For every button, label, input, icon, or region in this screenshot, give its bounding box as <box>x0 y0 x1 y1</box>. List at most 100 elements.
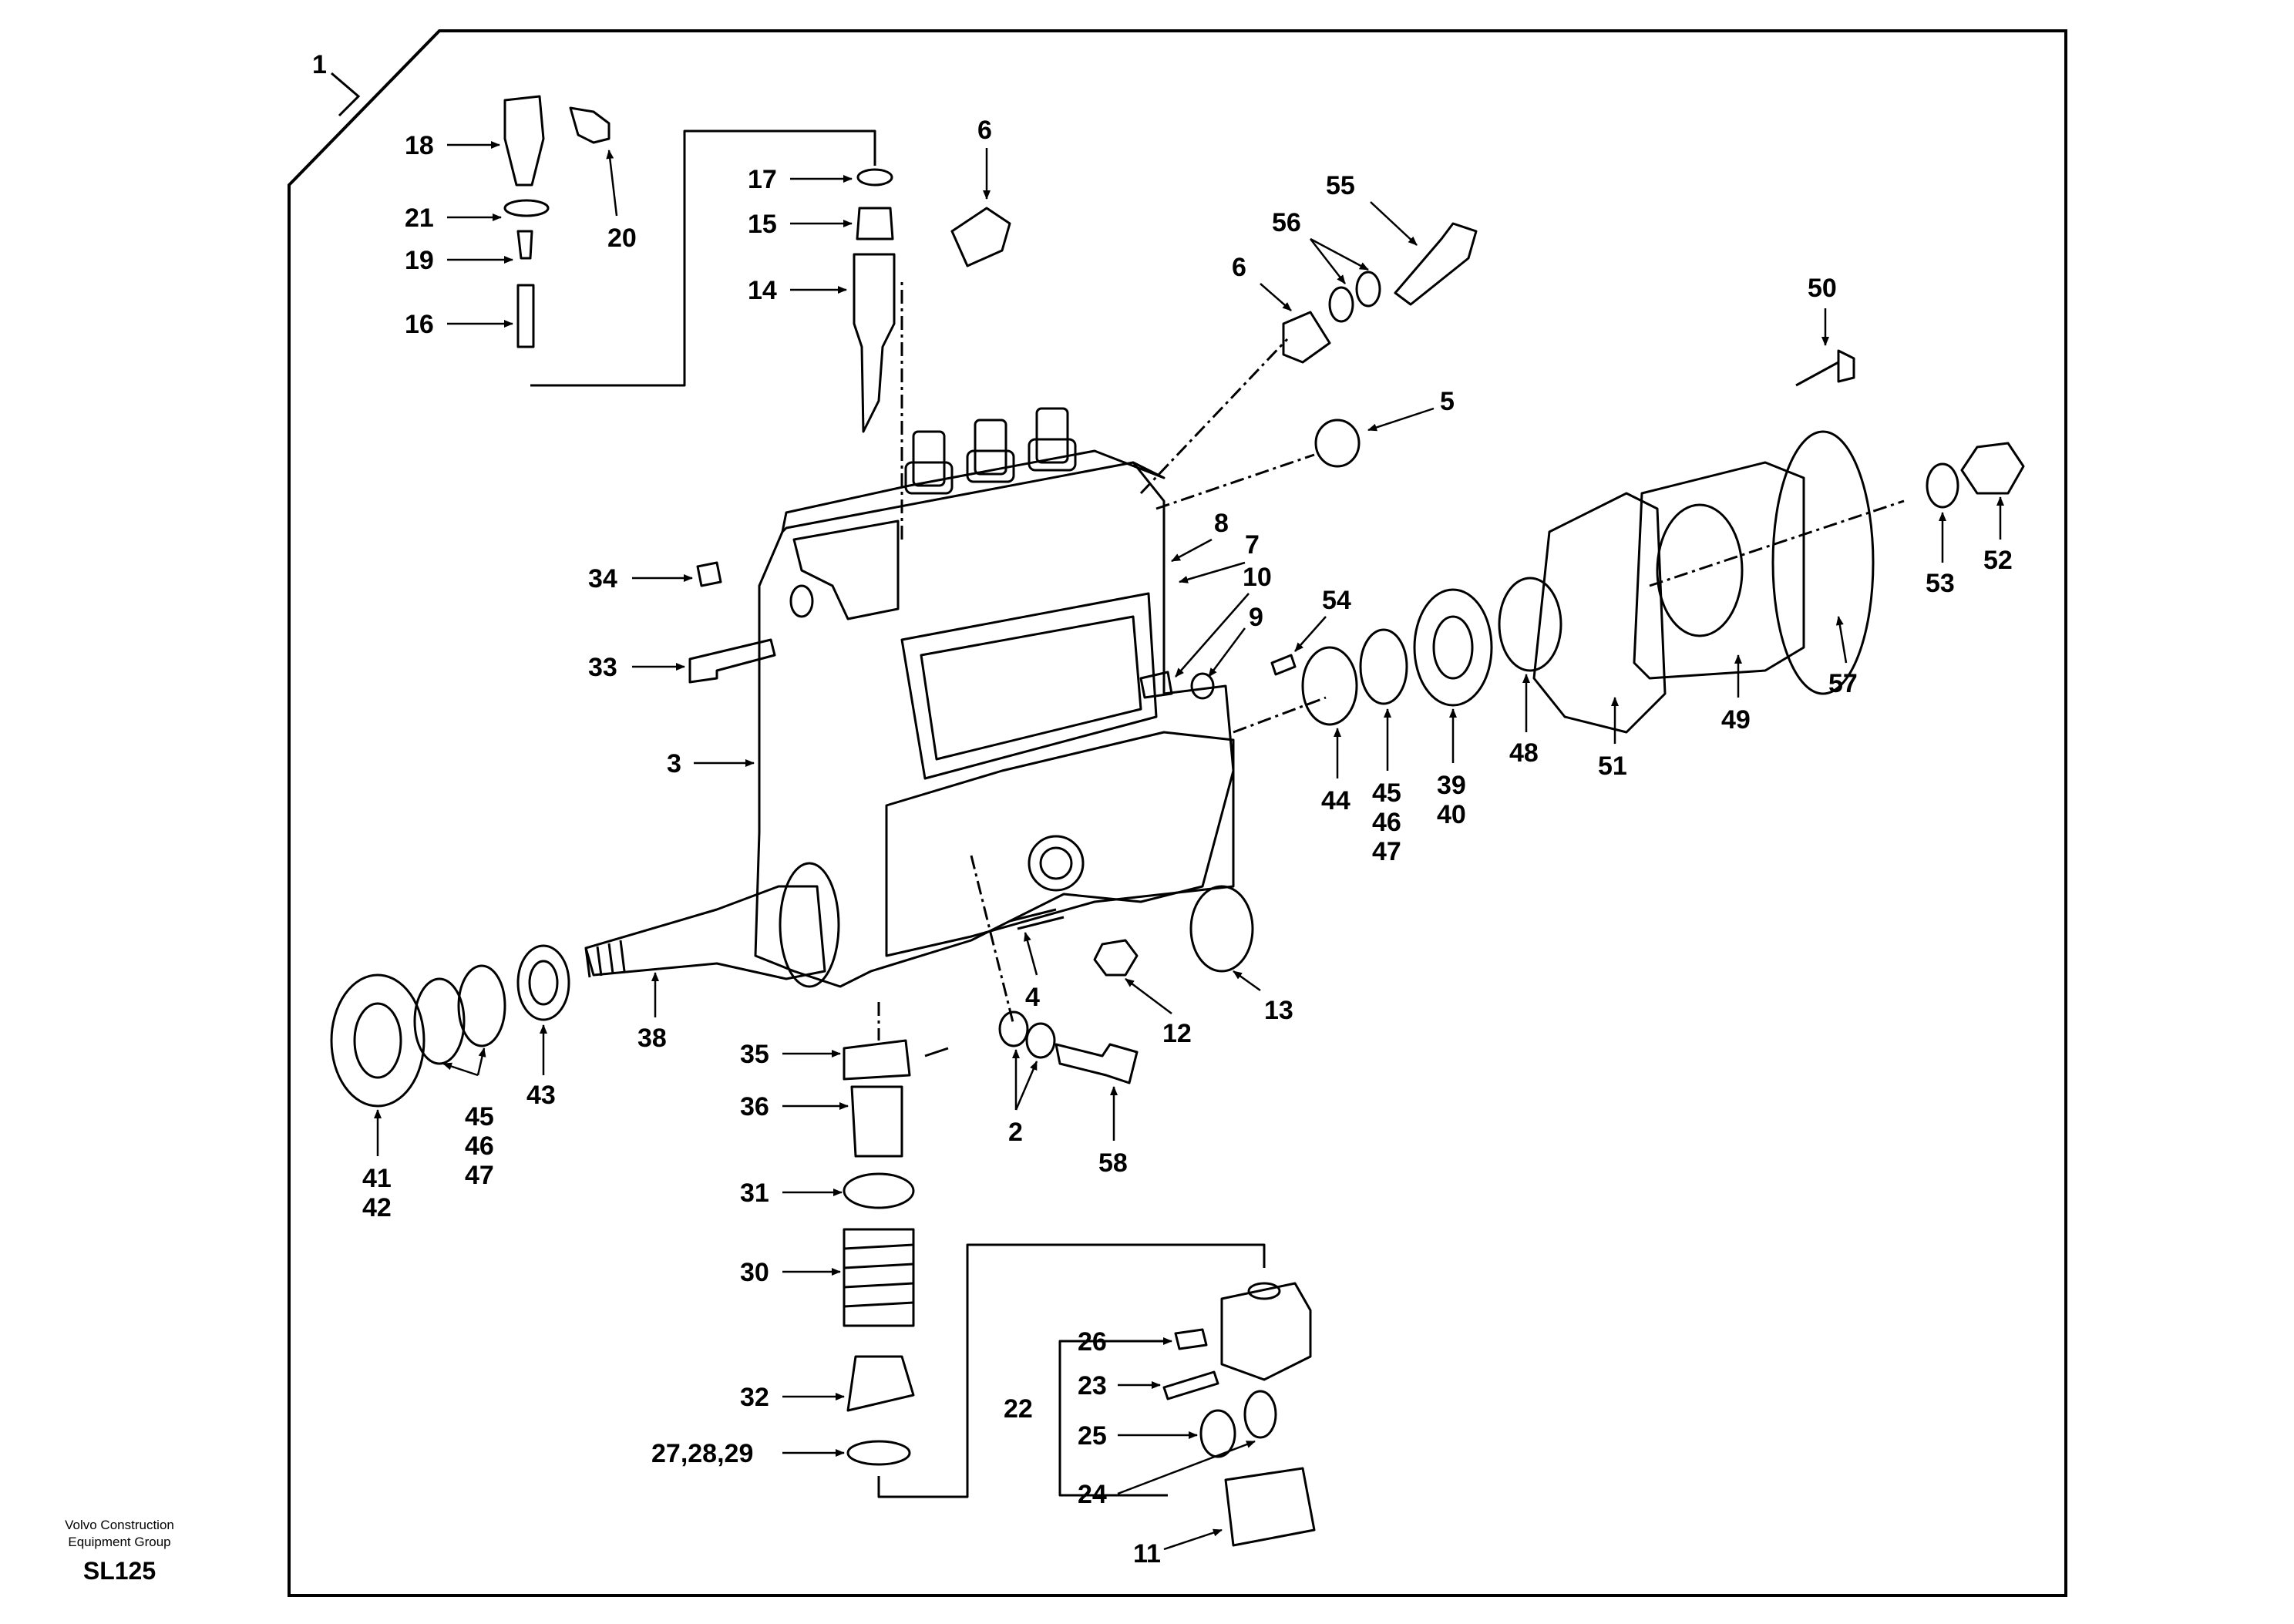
callout-48: 48 <box>1509 738 1539 768</box>
bearing-41-42-inner <box>353 1002 402 1079</box>
flange-housing-49 <box>1633 461 1805 680</box>
spring-seat-17 <box>856 168 893 187</box>
callout-18: 18 <box>405 131 434 160</box>
leader-57 <box>1835 616 1848 664</box>
callout-39: 39 <box>1437 771 1466 800</box>
callout-45-left: 45 <box>465 1102 494 1131</box>
callout-22: 22 <box>1004 1394 1033 1424</box>
callout-35: 35 <box>740 1040 769 1069</box>
seal-44 <box>1301 646 1358 726</box>
cap-11 <box>1224 1467 1316 1547</box>
drive-bore-inner <box>1039 846 1073 880</box>
bearing-48 <box>1498 577 1562 672</box>
bolt-50 <box>1795 349 1855 387</box>
callout-42: 42 <box>362 1193 392 1222</box>
leader-9 <box>1207 627 1246 678</box>
callout-25: 25 <box>1078 1421 1107 1451</box>
callout-50: 50 <box>1808 274 1837 303</box>
callout-38: 38 <box>637 1024 667 1053</box>
leader-10 <box>1175 593 1250 678</box>
screw-10 <box>1139 671 1173 699</box>
callout-51: 51 <box>1598 751 1627 781</box>
callout-53: 53 <box>1926 569 1955 598</box>
nut-12 <box>1093 939 1139 977</box>
banjo-bolt-55 <box>1394 222 1478 306</box>
bearing-39-40 <box>1413 588 1493 707</box>
drawing-frame <box>288 29 2067 1597</box>
o-ring-57 <box>1771 430 1875 695</box>
frame-notch <box>331 72 361 117</box>
shim-27-28-29 <box>846 1440 911 1466</box>
pump-head-block <box>792 519 900 620</box>
bracket-18-16 <box>530 129 876 387</box>
washer-31 <box>843 1172 915 1209</box>
spring-30 <box>843 1228 915 1327</box>
leader-11 <box>1163 1528 1223 1551</box>
delivery-valve-c-base <box>1028 438 1077 472</box>
clamp-20 <box>569 106 610 144</box>
o-ring-21 <box>503 199 550 217</box>
valve-15 <box>856 207 894 240</box>
washer-2-b <box>1025 1022 1056 1059</box>
leader-20 <box>606 150 618 217</box>
spring-16 <box>516 284 535 348</box>
leader-5 <box>1367 407 1435 432</box>
screw-26 <box>1174 1328 1208 1350</box>
callout-45-right: 45 <box>1372 778 1401 808</box>
leader-8 <box>1171 538 1213 563</box>
lever-33 <box>688 638 776 684</box>
callout-2: 2 <box>1008 1118 1023 1147</box>
valve-19 <box>516 230 533 260</box>
nut-9 <box>1190 672 1215 700</box>
callout-10: 10 <box>1243 563 1272 592</box>
delivery-valve-a <box>912 430 946 487</box>
callout-54: 54 <box>1322 586 1351 615</box>
callout-labels: 1 18 21 19 16 20 17 15 14 6 55 56 6 50 5… <box>312 50 2013 1569</box>
housing-22 <box>1220 1282 1312 1381</box>
pin-23 <box>1162 1370 1219 1400</box>
leader-7 <box>1179 561 1246 583</box>
callout-27-28-29: 27,28,29 <box>651 1439 753 1468</box>
o-ring-13 <box>1189 885 1254 973</box>
leader-13 <box>1233 970 1261 992</box>
callout-57: 57 <box>1828 669 1858 698</box>
bearing-39-40-inner <box>1432 615 1474 680</box>
callout-47-right: 47 <box>1372 837 1401 866</box>
washer-56-b <box>1355 271 1381 308</box>
leader-12 <box>1125 978 1172 1014</box>
bolt-58 <box>1054 1043 1139 1084</box>
leader-54 <box>1294 616 1327 652</box>
callout-32: 32 <box>740 1383 769 1412</box>
centerline-shaft-right <box>1233 696 1327 734</box>
lower-housing <box>885 731 1235 957</box>
sleeve-36 <box>850 1085 903 1158</box>
fitting-6-top <box>950 207 1011 267</box>
callout-47-left: 47 <box>465 1161 494 1190</box>
callout-52: 52 <box>1983 546 2013 575</box>
callout-30: 30 <box>740 1258 769 1287</box>
callout-5: 5 <box>1440 387 1455 416</box>
callout-8: 8 <box>1214 509 1229 538</box>
delivery-valve-a-base <box>904 461 954 495</box>
spring-30-coils <box>843 1243 914 1308</box>
washer-2-a <box>998 1010 1029 1047</box>
callout-23: 23 <box>1078 1371 1107 1400</box>
bearing-41-42 <box>330 973 426 1108</box>
centerline-bolt <box>970 855 1015 1026</box>
callout-15: 15 <box>748 210 777 239</box>
callout-7: 7 <box>1245 530 1260 560</box>
leader-56a <box>1310 238 1346 284</box>
spacer-46-left <box>457 964 506 1047</box>
stud-4 <box>1009 908 1065 930</box>
gasket-51 <box>1532 492 1667 734</box>
centerline-fitting <box>1139 338 1289 495</box>
callout-12: 12 <box>1162 1019 1192 1048</box>
callout-43: 43 <box>526 1081 556 1110</box>
bracket-22 <box>1058 1340 1168 1497</box>
callout-24: 24 <box>1078 1480 1107 1509</box>
seal-43-inner <box>528 960 559 1006</box>
callout-34: 34 <box>588 564 617 593</box>
footer-block: Volvo Construction Equipment Group SL125 <box>31 1517 208 1585</box>
seat-32 <box>846 1355 915 1412</box>
